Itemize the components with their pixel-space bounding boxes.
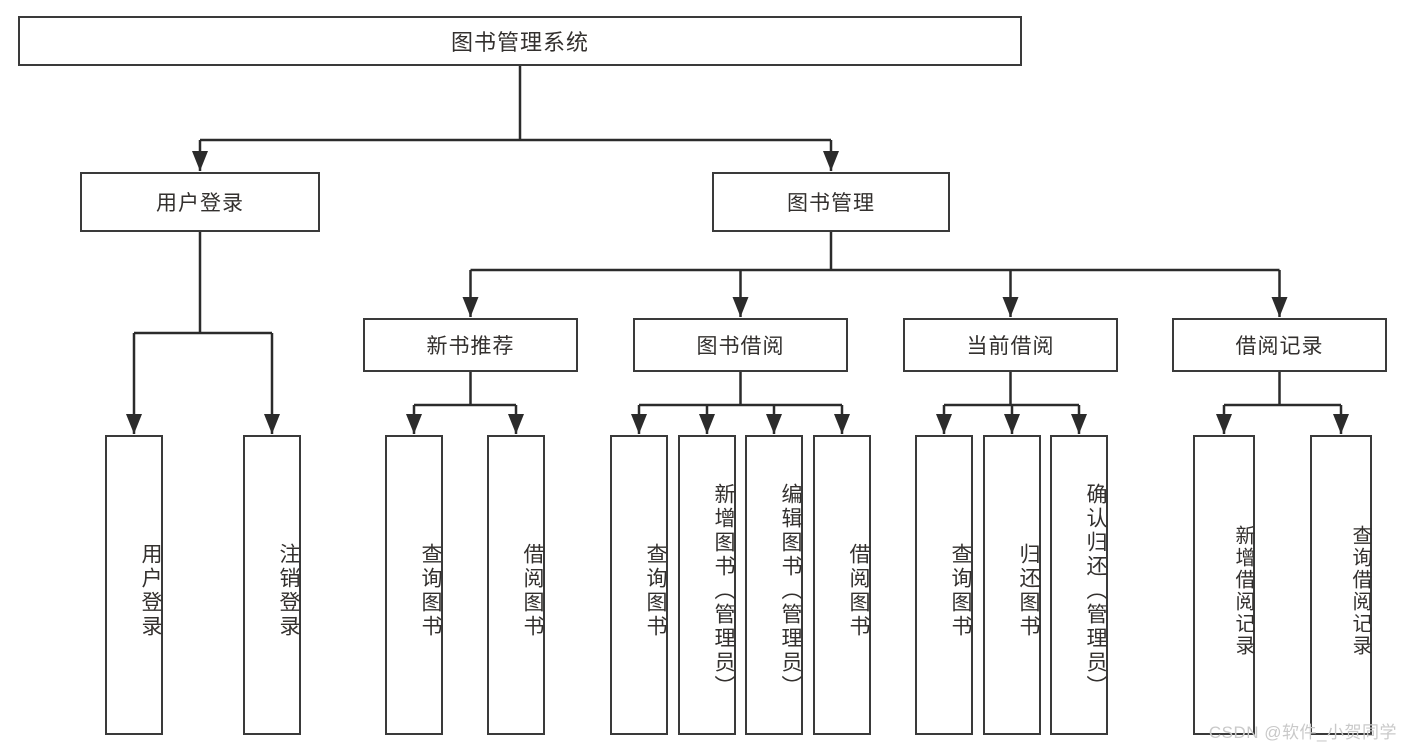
connector-arrowhead [834, 414, 850, 434]
node-label: 当前借阅 [966, 335, 1055, 358]
node-label: 归还图书 [1017, 543, 1040, 639]
node-c3[interactable]: 确认归还（管理员） [1050, 435, 1108, 735]
node-label: 查询借阅记录 [1349, 525, 1371, 657]
node-l2a[interactable]: 新书推荐 [363, 318, 578, 372]
node-r2[interactable]: 查询借阅记录 [1310, 435, 1372, 735]
node-label: 用户登录 [156, 192, 244, 215]
node-u2[interactable]: 注销登录 [243, 435, 301, 735]
connector-arrowhead [406, 414, 422, 434]
connector-arrowhead [1333, 414, 1349, 434]
node-label: 查询图书 [419, 543, 442, 639]
node-label: 图书借阅 [696, 335, 785, 358]
node-label: 查询图书 [644, 543, 667, 639]
node-b2[interactable]: 新增图书（管理员） [678, 435, 736, 735]
node-n2[interactable]: 借阅图书 [487, 435, 545, 735]
connector-arrowhead [936, 414, 952, 434]
node-label: 借阅图书 [847, 543, 870, 639]
node-c2[interactable]: 归还图书 [983, 435, 1041, 735]
node-label: 新书推荐 [426, 335, 515, 358]
connector-arrowhead [1271, 297, 1288, 317]
connector-arrowhead [462, 297, 479, 317]
node-l2c[interactable]: 当前借阅 [903, 318, 1118, 372]
node-l2b[interactable]: 图书借阅 [633, 318, 848, 372]
node-label: 图书管理系统 [450, 30, 589, 55]
node-label: 图书管理 [787, 192, 875, 215]
connector-arrowhead [732, 297, 749, 317]
connector-arrowhead [508, 414, 524, 434]
node-l1a[interactable]: 用户登录 [80, 172, 320, 232]
node-l1b[interactable]: 图书管理 [712, 172, 950, 232]
node-c1[interactable]: 查询图书 [915, 435, 973, 735]
connector-arrowhead [192, 151, 208, 171]
connector-arrowhead [1002, 297, 1019, 317]
node-label: 借阅图书 [521, 543, 544, 639]
node-label: 注销登录 [277, 543, 300, 639]
connector-arrowhead [823, 151, 839, 171]
node-b1[interactable]: 查询图书 [610, 435, 668, 735]
node-root[interactable]: 图书管理系统 [18, 16, 1022, 66]
connector-arrowhead [699, 414, 715, 434]
node-b4[interactable]: 借阅图书 [813, 435, 871, 735]
node-label: 用户登录 [139, 543, 162, 639]
node-label: 新增图书（管理员） [712, 483, 735, 699]
connector-arrowhead [1004, 414, 1020, 434]
node-label: 确认归还（管理员） [1084, 483, 1107, 699]
connector-arrowhead [264, 414, 280, 434]
node-label: 编辑图书（管理员） [779, 483, 802, 699]
connector-arrowhead [631, 414, 647, 434]
connector-arrowhead [766, 414, 782, 434]
connector-arrowhead [126, 414, 142, 434]
node-u1[interactable]: 用户登录 [105, 435, 163, 735]
connector-arrowhead [1071, 414, 1087, 434]
node-r1[interactable]: 新增借阅记录 [1193, 435, 1255, 735]
node-b3[interactable]: 编辑图书（管理员） [745, 435, 803, 735]
node-label: 借阅记录 [1235, 335, 1324, 358]
node-n1[interactable]: 查询图书 [385, 435, 443, 735]
node-label: 查询图书 [949, 543, 972, 639]
csdn-watermark: CSDN @软件_小贺同学 [1208, 723, 1397, 742]
connector-arrowhead [1216, 414, 1232, 434]
node-l2d[interactable]: 借阅记录 [1172, 318, 1387, 372]
node-label: 新增借阅记录 [1232, 525, 1254, 657]
